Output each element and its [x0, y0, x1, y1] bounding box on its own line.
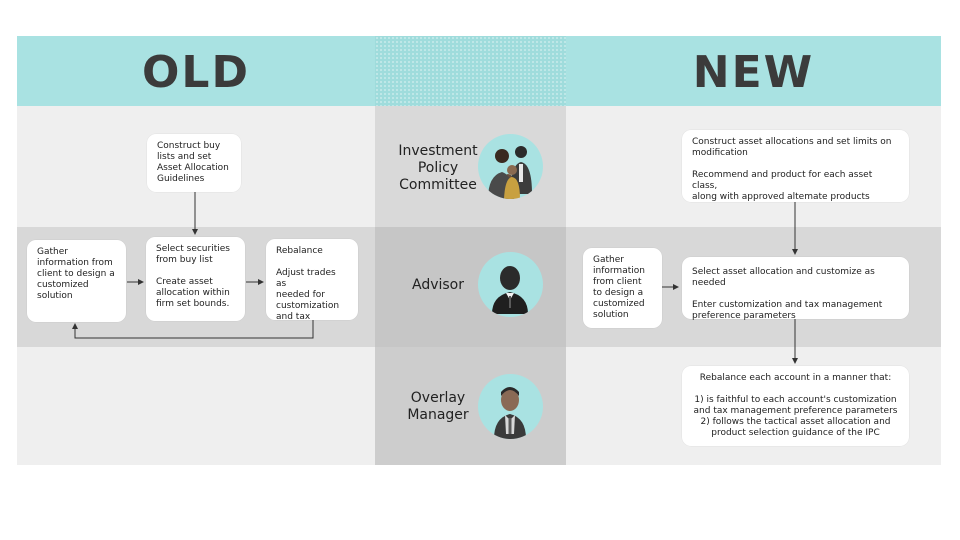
new-construct-box: Construct asset allocations and set limi…	[682, 130, 909, 202]
old-rebalance-text: Rebalance Adjust trades as needed for cu…	[276, 246, 340, 322]
team-icon	[478, 134, 543, 199]
old-title: OLD	[142, 47, 250, 98]
old-construct-box: Construct buy lists and set Asset Alloca…	[147, 134, 241, 192]
old-gather-text: Gather information from client to design…	[37, 247, 115, 301]
new-gather-box: Gather information from client to design…	[583, 248, 662, 328]
role-overlay-label: Overlay Manager	[407, 390, 469, 423]
old-select-text: Select securities from buy list Create a…	[156, 244, 230, 309]
old-rebalance-box: Rebalance Adjust trades as needed for cu…	[266, 239, 358, 322]
new-rebalance-box: Rebalance each account in a manner that:…	[682, 366, 909, 446]
old-gather-box: Gather information from client to design…	[27, 240, 126, 322]
new-gather-text: Gather information from client to design…	[593, 255, 645, 320]
old-select-box: Select securities from buy list Create a…	[146, 237, 245, 321]
role-advisor-label: Advisor	[411, 277, 464, 293]
new-select-box: Select asset allocation and customize as…	[682, 257, 909, 321]
header-middle-band	[375, 36, 566, 106]
manager-person-icon	[478, 374, 543, 439]
row-overlay-old	[17, 347, 375, 465]
new-rebalance-title: Rebalance each account in a manner that:	[699, 373, 892, 383]
new-construct-text: Construct asset allocations and set limi…	[692, 137, 892, 202]
old-construct-text: Construct buy lists and set Asset Alloca…	[157, 141, 229, 184]
advisor-person-icon	[478, 252, 543, 317]
role-ipc-label: Investment Policy Committee	[398, 143, 478, 193]
new-title: NEW	[692, 47, 815, 98]
header-old-band	[17, 36, 375, 106]
new-select-text: Select asset allocation and customize as…	[692, 267, 883, 321]
new-rebalance-points: 1) is faithful to each account's customi…	[693, 395, 898, 438]
header-new-band	[566, 36, 941, 106]
